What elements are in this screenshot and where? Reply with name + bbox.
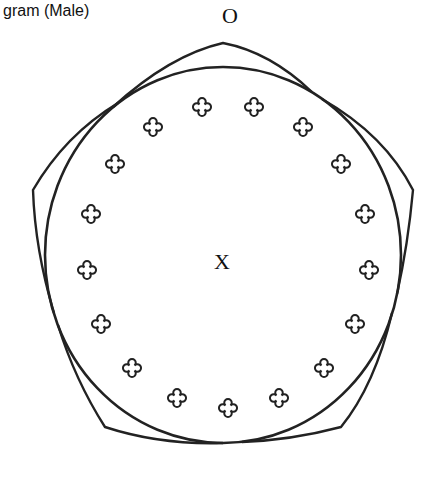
corolla-ring (45, 67, 401, 443)
stamen-ring (78, 98, 378, 417)
calyx-lobes (33, 43, 413, 443)
diagram-heading: gram (Male) (3, 2, 89, 20)
axis-symbol: O (222, 3, 238, 29)
pistillode-symbol: X (214, 249, 230, 275)
